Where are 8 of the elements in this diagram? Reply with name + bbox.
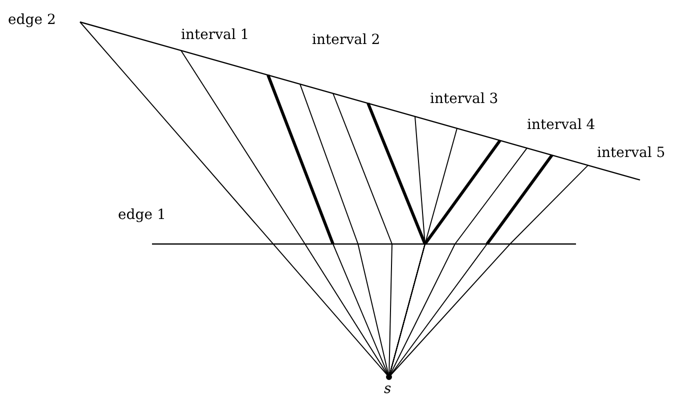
- line-name-label: edge 2: [8, 12, 56, 28]
- interval-label: interval 3: [430, 91, 498, 107]
- interval-label: interval 2: [312, 32, 380, 48]
- point-label: s: [384, 381, 392, 397]
- interval-label: interval 1: [181, 27, 250, 43]
- line-name-label: edge 1: [118, 207, 166, 223]
- interval-label: interval 4: [527, 117, 596, 133]
- interval-label: interval 5: [597, 145, 666, 161]
